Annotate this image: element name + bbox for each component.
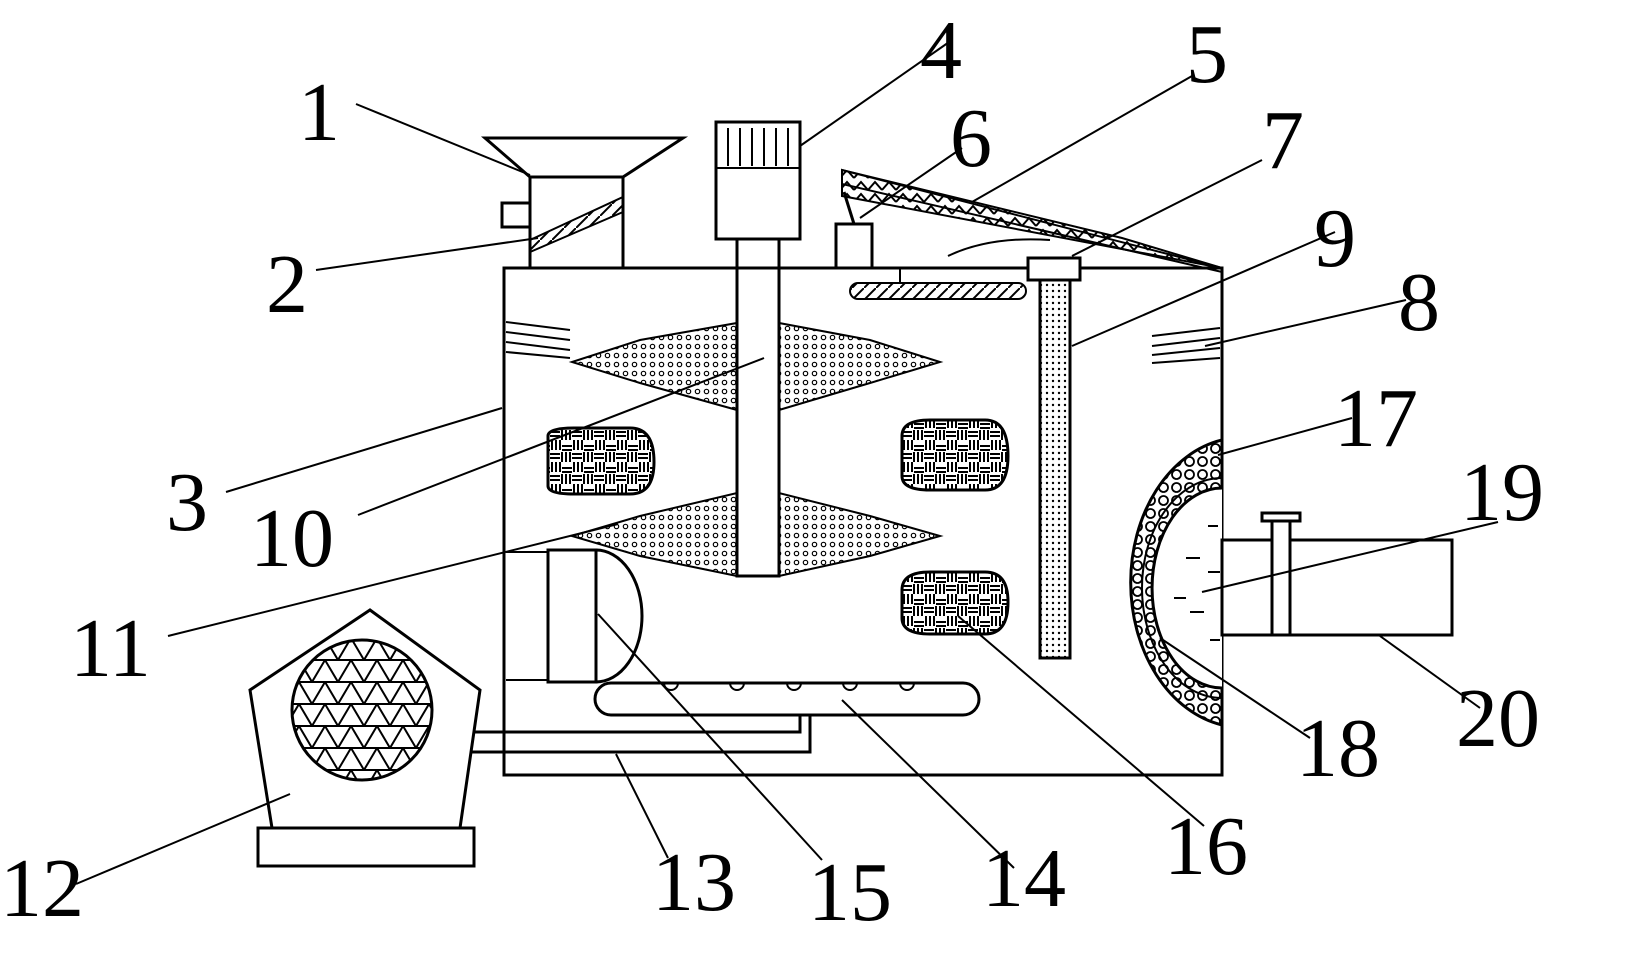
label-10: 10 — [250, 492, 334, 585]
feed-screw — [529, 195, 624, 254]
label-11: 11 — [70, 602, 151, 695]
window-liquid-lines — [1174, 525, 1220, 641]
motor-base — [735, 237, 781, 270]
lower-blade-right — [778, 491, 944, 578]
upper-blade-left — [568, 321, 738, 412]
aeration-pipe — [593, 681, 981, 717]
air-duct-upper — [470, 715, 802, 734]
label-14: 14 — [982, 832, 1066, 925]
air-cylinder — [834, 222, 874, 270]
aeration-holes — [663, 682, 915, 691]
heater-block-right-lower — [900, 570, 1010, 636]
label-13: 13 — [652, 836, 736, 929]
left-wall-fins — [505, 321, 571, 359]
label-17: 17 — [1334, 372, 1418, 465]
label-18: 18 — [1296, 702, 1380, 795]
heater-block-right-upper — [900, 418, 1010, 492]
lever-arm-top — [841, 168, 1223, 274]
outlet-valve-stem — [1270, 516, 1292, 637]
air-duct-lower — [470, 715, 812, 754]
label-7: 7 — [1262, 94, 1304, 187]
label-12: 12 — [0, 842, 84, 935]
label-20: 20 — [1456, 672, 1540, 765]
feed-valve-knob — [500, 201, 532, 229]
label-16: 16 — [1164, 800, 1248, 893]
stirring-motor — [714, 120, 802, 241]
blower-base — [256, 826, 476, 868]
window-frame-inner — [1150, 486, 1222, 690]
label-6: 6 — [950, 92, 992, 185]
feed-hopper — [480, 136, 689, 179]
scraper-rail — [849, 282, 1027, 300]
outlet-pipe — [1220, 538, 1454, 637]
label-5: 5 — [1186, 8, 1228, 101]
label-4: 4 — [920, 4, 962, 97]
label-8: 8 — [1398, 256, 1440, 349]
outlet-valve-handle — [1260, 511, 1302, 523]
heater-block-left — [546, 426, 656, 496]
linkage-bracket — [1026, 256, 1082, 282]
window-glass-ring — [1141, 477, 1222, 699]
fan-housing — [546, 548, 598, 684]
stirring-shaft — [735, 266, 781, 578]
label-2: 2 — [266, 238, 308, 331]
right-wall-fins — [1151, 327, 1221, 364]
label-15: 15 — [808, 846, 892, 939]
part-labels: 1 2 3 4 5 6 7 8 9 10 11 12 13 14 15 16 1… — [0, 4, 1544, 939]
filter-column — [1038, 278, 1072, 660]
label-9: 9 — [1314, 192, 1356, 285]
label-1: 1 — [298, 66, 340, 159]
lower-blade-left — [568, 491, 738, 578]
fan-impeller — [595, 548, 644, 684]
label-19: 19 — [1460, 446, 1544, 539]
leader-lines — [75, 39, 1499, 885]
label-3: 3 — [166, 456, 208, 549]
upper-blade-right — [778, 321, 944, 412]
motor-fins — [716, 128, 800, 169]
blower-grille — [290, 638, 434, 782]
linkage-spring — [947, 238, 1051, 257]
